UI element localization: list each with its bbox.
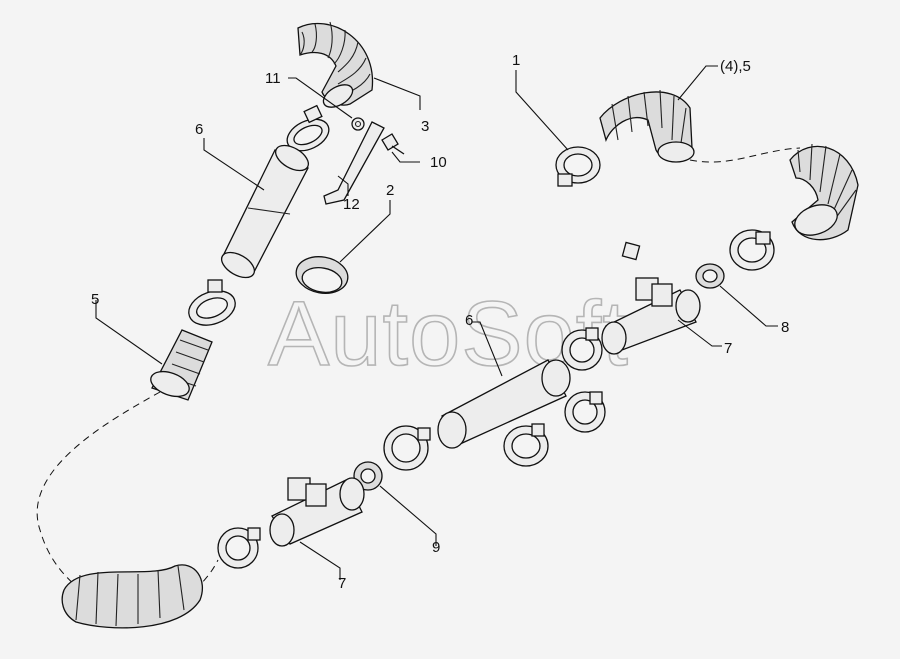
hose-elbow-far-right xyxy=(789,143,859,241)
callout-1: 1 xyxy=(512,52,520,69)
hose-clamp-center-lower xyxy=(503,423,549,467)
hose-clamp-center-right xyxy=(564,391,606,433)
hose-elbow-top-left xyxy=(297,21,374,108)
tee-connector-right-part-7 xyxy=(601,277,701,355)
hose-bottom xyxy=(61,564,204,629)
callout-7-lower: 7 xyxy=(338,575,346,592)
bolt-part-10 xyxy=(381,133,405,155)
hose-clamp-upper xyxy=(286,104,330,152)
hose-clamp-near-tee xyxy=(561,327,603,371)
callout-6-center: 6 xyxy=(465,312,473,329)
gasket-square xyxy=(621,241,641,261)
nut-part-11 xyxy=(351,117,365,131)
callout-2: 2 xyxy=(386,182,394,199)
callout-3: 3 xyxy=(421,118,429,135)
hose-clamp-lower-left xyxy=(217,527,261,569)
hose-clamp-right xyxy=(729,229,775,271)
callout-12: 12 xyxy=(343,196,360,213)
routing-line-right xyxy=(689,147,801,163)
callout-7-right: 7 xyxy=(724,340,732,357)
callout-4-5: (4),5 xyxy=(720,58,751,75)
hose-short-left-part-5 xyxy=(150,329,213,401)
bracket-part-12 xyxy=(323,121,385,205)
callout-10: 10 xyxy=(430,154,447,171)
leader-lines xyxy=(95,65,778,580)
reducer-part-8 xyxy=(695,263,725,289)
routing-line-left xyxy=(36,391,161,591)
pipe-upper-left xyxy=(220,144,310,279)
tee-connector-lower-part-7 xyxy=(269,477,365,547)
callout-8: 8 xyxy=(781,319,789,336)
hose-clamp-part-1 xyxy=(555,146,601,187)
hose-clamp-center-left xyxy=(383,425,431,471)
pipe-center xyxy=(437,359,571,449)
callout-5: 5 xyxy=(91,291,99,308)
callout-11: 11 xyxy=(265,70,281,87)
watermark-text: AutoSoft xyxy=(268,283,629,385)
callout-6-upper: 6 xyxy=(195,121,203,138)
seal-ring-part-2 xyxy=(295,256,349,294)
hose-clamp-mid-left xyxy=(188,279,236,326)
callout-9: 9 xyxy=(432,539,440,556)
hose-elbow-top-right xyxy=(599,89,695,163)
